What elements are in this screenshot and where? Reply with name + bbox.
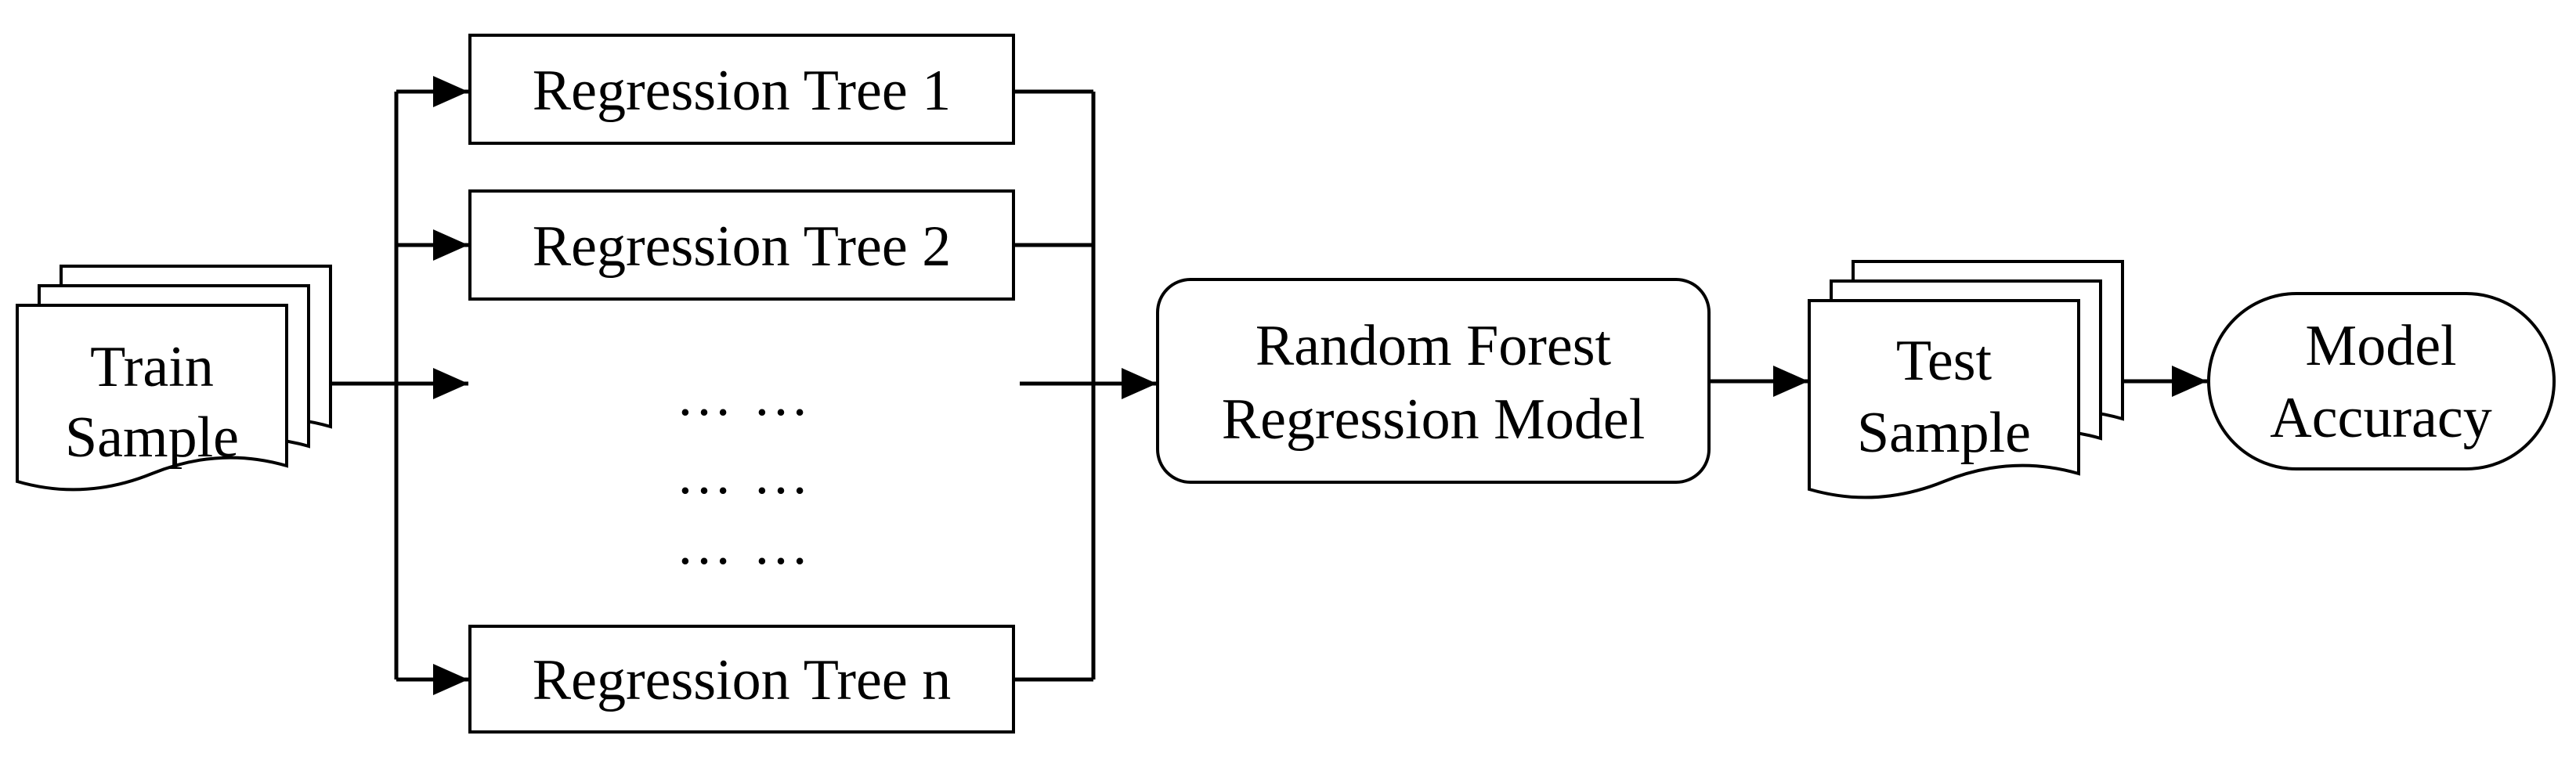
test-sample-label-line1: Test [1896,329,1993,393]
train-sample-label-line2: Sample [65,406,239,470]
model-label-line1: Random Forest [1255,314,1612,378]
regression-tree-n-box: Regression Tree n [468,625,1015,734]
random-forest-model-box: Random Forest Regression Model [1156,278,1711,484]
accuracy-label-line1: Model [2305,314,2456,378]
accuracy-label-line2: Accuracy [2270,386,2491,450]
ellipsis-placeholder: … … … … … … [676,365,812,576]
regression-tree-2-box: Regression Tree 2 [468,189,1015,301]
test-sample-document-stack: Test Sample [1808,260,2124,499]
train-sample-document-stack: Train Sample [16,265,332,492]
trees-to-model-connectors [1013,89,1157,682]
regression-tree-n-label: Regression Tree n [533,648,951,712]
train-sample-label-line1: Train [90,335,214,399]
model-label-line2: Regression Model [1222,388,1646,452]
regression-tree-2-label: Regression Tree 2 [533,214,951,279]
ellipsis-row-1: … … [676,365,812,427]
model-accuracy-terminal: Model Accuracy [2207,292,2556,470]
test-sample-label-line2: Sample [1857,401,2031,465]
regression-tree-1-box: Regression Tree 1 [468,34,1015,145]
train-to-trees-connectors [332,76,468,695]
regression-tree-1-label: Regression Tree 1 [533,59,951,123]
ellipsis-row-2: … … [676,443,812,506]
ellipsis-row-3: … … [676,514,812,576]
